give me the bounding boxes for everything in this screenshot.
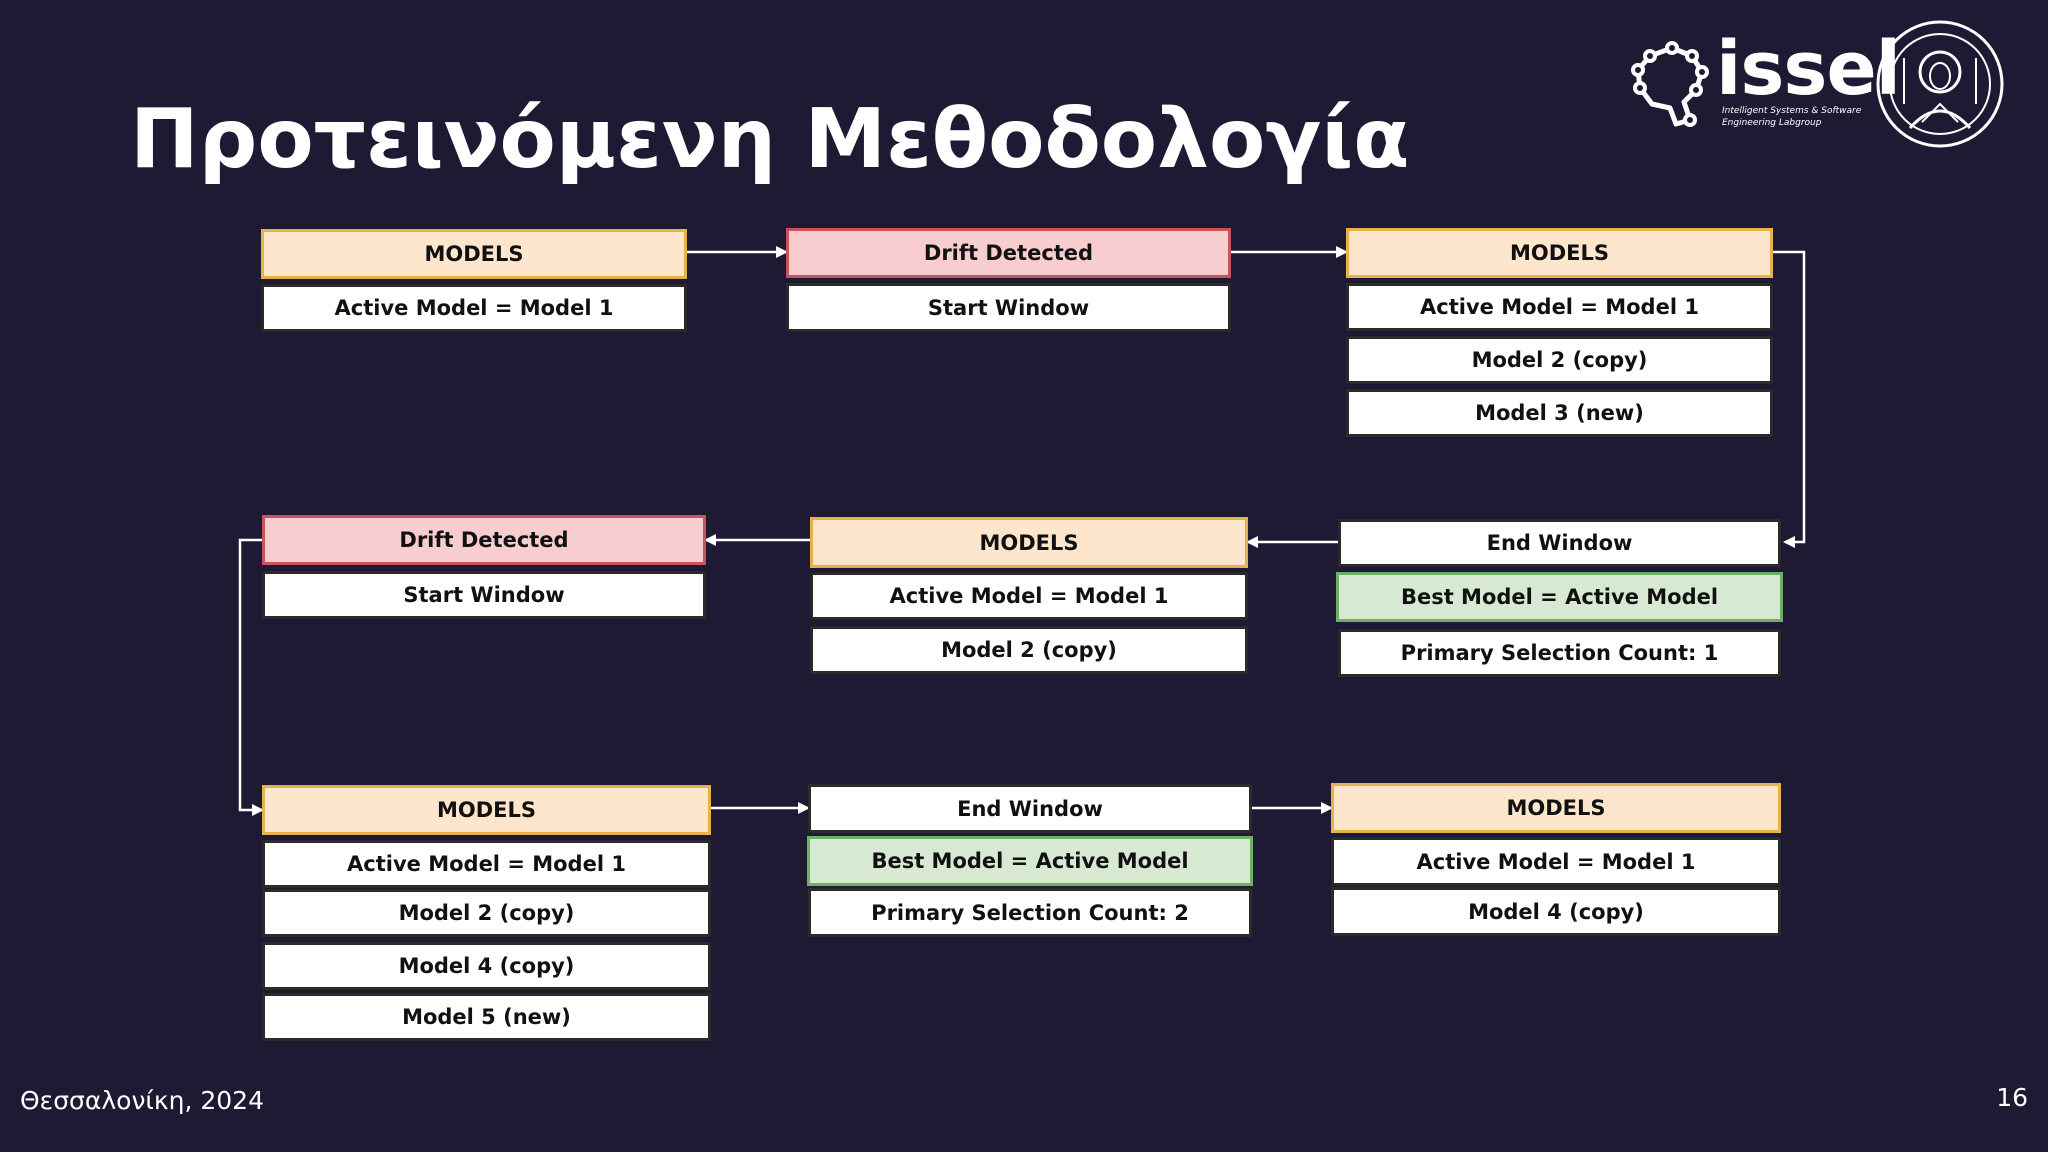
model-item: Active Model = Model 1 (261, 284, 687, 332)
slide-title: Προτεινόμενη Μεθοδολογία (130, 92, 1410, 187)
model-item: Model 2 (copy) (810, 626, 1248, 674)
model-item: Model 4 (copy) (1331, 887, 1781, 936)
arrow-models-to-end-window (1773, 250, 1806, 548)
issel-subtitle: Intelligent Systems & Software Engineeri… (1722, 105, 1861, 129)
model-item: Model 2 (copy) (1346, 336, 1773, 384)
models-header: MODELS (1346, 228, 1773, 278)
selection-count-item: Primary Selection Count: 2 (808, 888, 1252, 937)
issel-subtitle-line2: Engineering Labgroup (1722, 118, 1822, 128)
model-item: Active Model = Model 1 (1346, 283, 1773, 331)
model-item: Model 2 (copy) (262, 889, 711, 937)
models-header: MODELS (810, 517, 1248, 568)
model-item: Model 3 (new) (1346, 389, 1773, 437)
page-number: 16 (1996, 1083, 2028, 1112)
models-header: MODELS (261, 229, 687, 279)
end-window-header: End Window (808, 784, 1252, 833)
drift-detected-header: Drift Detected (262, 515, 706, 565)
model-item: Model 4 (copy) (262, 942, 711, 990)
start-window-item: Start Window (786, 283, 1231, 332)
models-header: MODELS (1331, 783, 1781, 833)
selection-count-item: Primary Selection Count: 1 (1338, 629, 1781, 677)
model-item: Model 5 (new) (262, 993, 711, 1041)
issel-wordmark: issel (1716, 26, 1901, 112)
footer-location-date: Θεσσαλονίκη, 2024 (20, 1086, 264, 1115)
arrow-drift-to-models-2 (238, 538, 264, 816)
university-seal-icon (1874, 18, 2006, 154)
drift-detected-header: Drift Detected (786, 228, 1231, 278)
best-model-item: Best Model = Active Model (807, 836, 1253, 886)
model-item: Active Model = Model 1 (810, 572, 1248, 620)
model-item: Active Model = Model 1 (1331, 837, 1781, 886)
best-model-item: Best Model = Active Model (1336, 572, 1783, 622)
issel-subtitle-line1: Intelligent Systems & Software (1722, 106, 1862, 116)
issel-logo-icon (1630, 38, 1720, 137)
models-header: MODELS (262, 785, 711, 835)
model-item: Active Model = Model 1 (262, 840, 711, 888)
end-window-header: End Window (1338, 519, 1781, 567)
start-window-item: Start Window (262, 571, 706, 619)
